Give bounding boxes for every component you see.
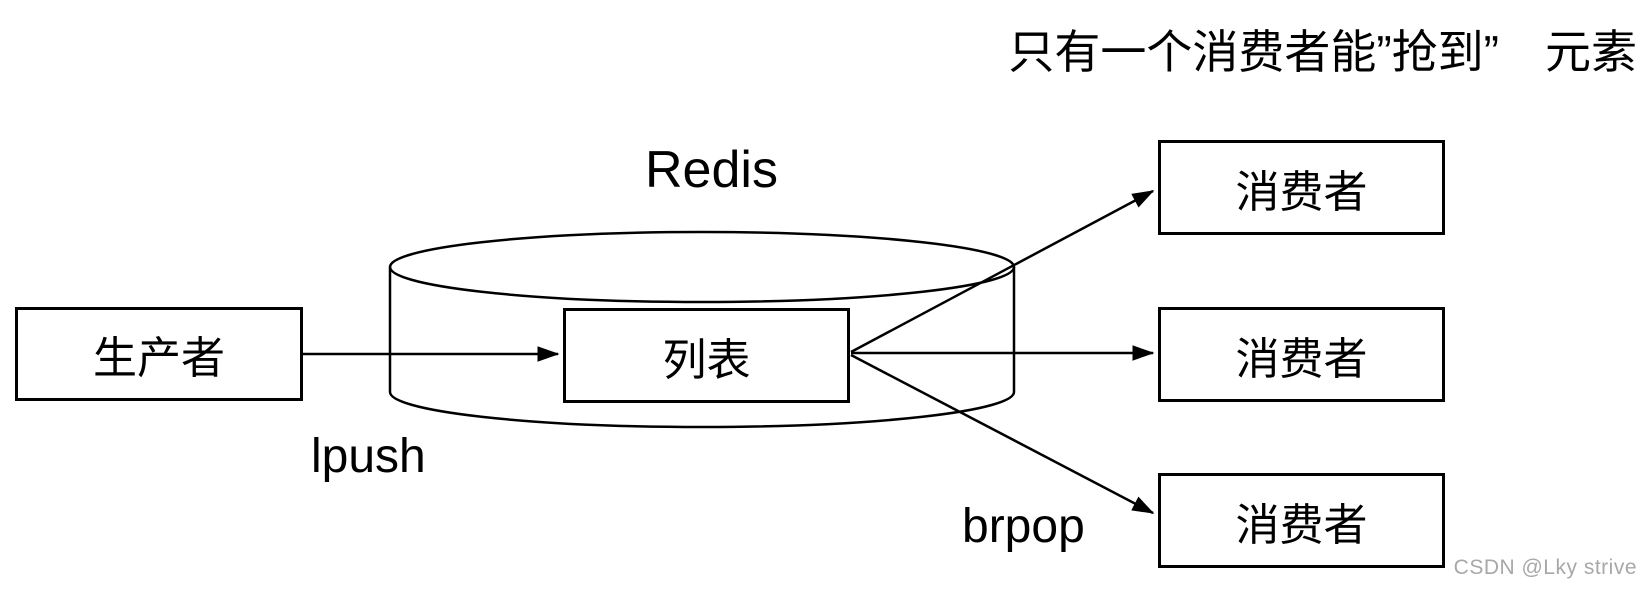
consumer-box-3: 消费者	[1158, 473, 1445, 568]
redis-label: Redis	[645, 141, 778, 199]
consumer-box-2: 消费者	[1158, 307, 1445, 402]
caption-text: 只有一个消费者能”抢到” 元素	[1008, 26, 1637, 78]
consumer-label-3: 消费者	[1235, 500, 1368, 550]
consumer-label-2: 消费者	[1235, 334, 1368, 384]
producer-box: 生产者	[15, 307, 303, 401]
brpop-arrow-top	[850, 189, 1155, 354]
consumer-label-1: 消费者	[1235, 167, 1368, 217]
list-box: 列表	[563, 308, 850, 403]
brpop-label: brpop	[962, 500, 1085, 553]
lpush-label: lpush	[311, 430, 426, 483]
redis-cylinder-top-ellipse	[388, 230, 1016, 304]
redis-cylinder-body	[388, 267, 1016, 429]
list-label: 列表	[662, 335, 751, 385]
producer-label: 生产者	[93, 334, 225, 383]
consumer-box-1: 消费者	[1158, 140, 1445, 235]
brpop-arrow-bottom	[850, 353, 1155, 515]
watermark: CSDN @Lky strive	[1453, 556, 1637, 579]
